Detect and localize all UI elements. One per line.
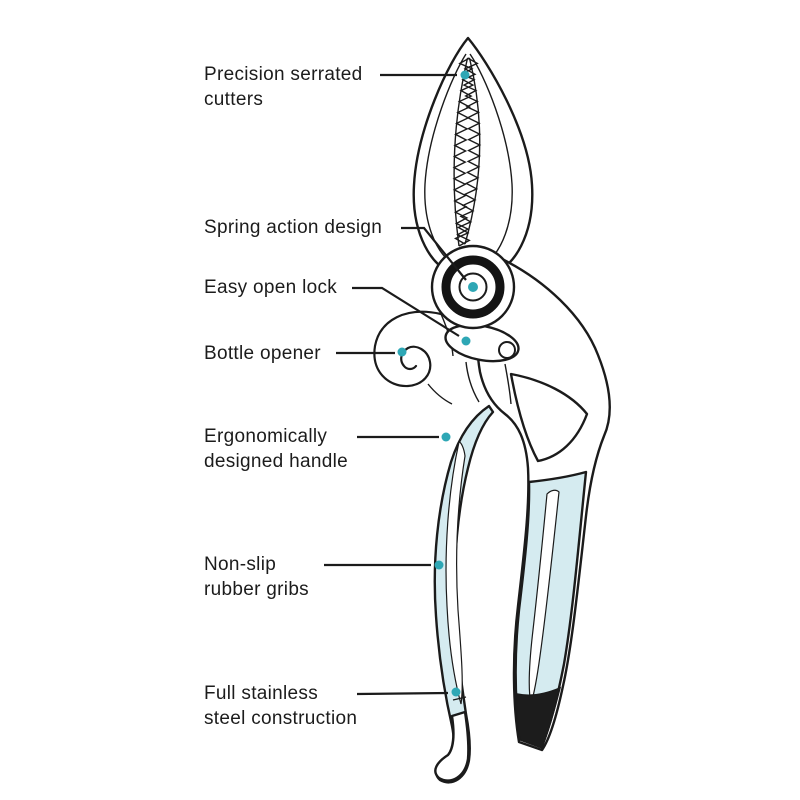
label-non-slip-grips: Non-slip rubber gribs [204,554,309,600]
label-ergonomic-handle: Ergonomically designed handle [204,426,348,472]
label-bottle-opener: Bottle opener [204,343,321,364]
callout-dot-spring [468,282,478,292]
bottle-opener-hook [373,310,443,388]
callout-dot-grip [434,560,444,570]
left-foot [434,710,470,782]
right-tip-band [515,686,562,749]
callout-dot-handle [441,432,451,442]
callout-dot-bottle-opener [397,347,407,357]
tool-illustration [373,36,612,784]
leader-lock [352,286,460,337]
callout-dot-lock [461,336,471,346]
callout-dot-steel [451,687,461,697]
left-foot-seam [452,696,467,701]
body-contour-left [465,361,480,403]
callouts [324,70,478,697]
body-contour-right [504,363,512,405]
leader-spring [401,226,467,281]
left-grip-stripe [445,441,466,705]
callout-dot-cutters [460,70,470,80]
label-spring-action-design: Spring action design [204,217,383,238]
leader-steel [356,691,449,696]
label-precision-serrated-cutters: Precision serrated cutters [204,64,363,110]
hook-attach-bottom [427,383,453,405]
thumb-hole [509,372,589,463]
label-easy-open-lock: Easy open lock [204,277,338,298]
serration-zigzag-left [452,57,479,247]
serration-zigzag-right [453,57,482,245]
blade-contour-right [469,53,513,264]
label-stainless-steel: Full stainless steel construction [204,683,358,729]
right-grip-stripe [528,489,560,705]
